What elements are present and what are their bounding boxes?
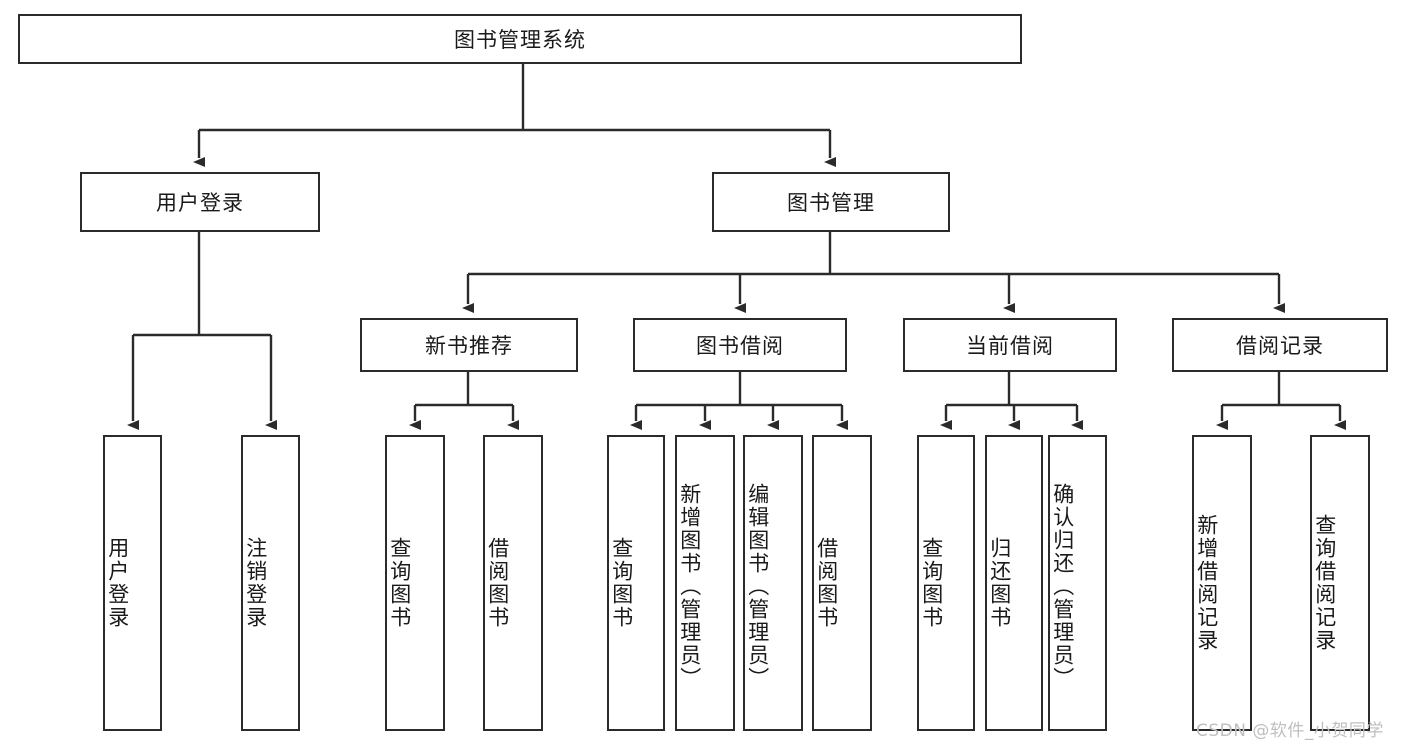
- leaf-record-query-record[interactable]: 查询借阅记录: [1310, 435, 1370, 731]
- leaf-current-confirm-return-admin[interactable]: 确认归还（管理员）: [1048, 435, 1107, 731]
- node-new-book-recommend-label: 新书推荐: [425, 334, 513, 358]
- leaf-borrow-add-book-admin[interactable]: 新增图书（管理员）: [675, 435, 735, 731]
- node-borrow-record[interactable]: 借阅记录: [1172, 318, 1388, 372]
- leaf-record-query-record-label: 查询借阅记录: [1312, 514, 1337, 652]
- node-current-borrow[interactable]: 当前借阅: [903, 318, 1117, 372]
- leaf-current-confirm-return-admin-label: 确认归还（管理员）: [1050, 482, 1075, 690]
- node-book-management[interactable]: 图书管理: [712, 172, 950, 232]
- leaf-borrow-query-book[interactable]: 查询图书: [607, 435, 665, 731]
- node-root[interactable]: 图书管理系统: [18, 14, 1022, 64]
- node-book-borrow-label: 图书借阅: [696, 334, 784, 358]
- leaf-record-add-record[interactable]: 新增借阅记录: [1192, 435, 1252, 731]
- leaf-borrow-borrow-book-label: 借阅图书: [814, 537, 839, 629]
- leaf-current-query-book-label: 查询图书: [919, 537, 944, 629]
- leaf-borrow-edit-book-admin[interactable]: 编辑图书（管理员）: [743, 435, 803, 731]
- leaf-current-return-book[interactable]: 归还图书: [985, 435, 1043, 731]
- node-book-management-label: 图书管理: [787, 191, 875, 215]
- leaf-newbook-query-book[interactable]: 查询图书: [385, 435, 445, 731]
- leaf-borrow-query-book-label: 查询图书: [609, 537, 634, 629]
- leaf-user-login-label: 用户登录: [105, 537, 130, 629]
- leaf-newbook-query-book-label: 查询图书: [387, 537, 412, 629]
- leaf-borrow-add-book-admin-label: 新增图书（管理员）: [677, 482, 702, 690]
- leaf-borrow-borrow-book[interactable]: 借阅图书: [812, 435, 872, 731]
- leaf-user-login[interactable]: 用户登录: [103, 435, 162, 731]
- leaf-current-return-book-label: 归还图书: [987, 537, 1012, 629]
- node-borrow-record-label: 借阅记录: [1236, 334, 1324, 358]
- leaf-newbook-borrow-book-label: 借阅图书: [485, 537, 510, 629]
- node-user-login[interactable]: 用户登录: [80, 172, 320, 232]
- leaf-newbook-borrow-book[interactable]: 借阅图书: [483, 435, 543, 731]
- node-current-borrow-label: 当前借阅: [966, 334, 1054, 358]
- leaf-current-query-book[interactable]: 查询图书: [917, 435, 975, 731]
- node-new-book-recommend[interactable]: 新书推荐: [360, 318, 578, 372]
- csdn-watermark: CSDN @软件_小贺同学: [1196, 721, 1384, 741]
- node-user-login-label: 用户登录: [156, 191, 244, 215]
- leaf-borrow-edit-book-admin-label: 编辑图书（管理员）: [745, 482, 770, 690]
- node-root-label: 图书管理系统: [454, 28, 586, 52]
- node-book-borrow[interactable]: 图书借阅: [633, 318, 847, 372]
- leaf-record-add-record-label: 新增借阅记录: [1194, 514, 1219, 652]
- leaf-logout[interactable]: 注销登录: [241, 435, 300, 731]
- leaf-logout-label: 注销登录: [243, 537, 268, 629]
